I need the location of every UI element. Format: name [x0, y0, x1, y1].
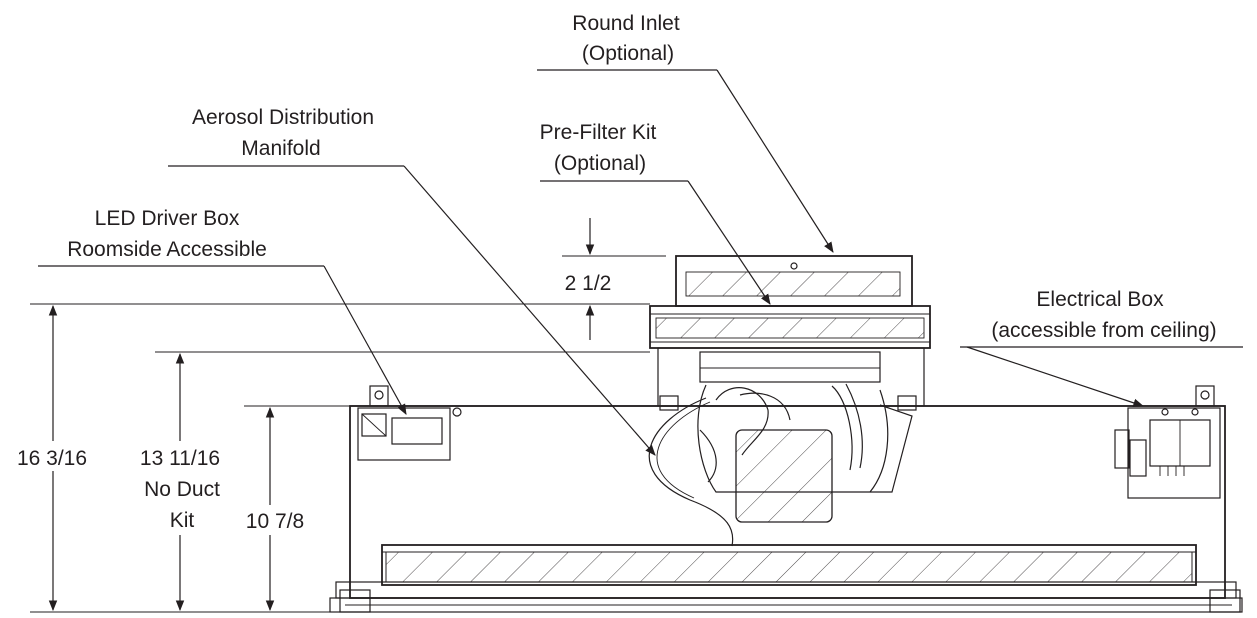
aerosol-label: Aerosol Distribution: [192, 106, 374, 129]
round-inlet: [675, 255, 913, 307]
led-driver-sublabel: Roomside Accessible: [67, 238, 267, 261]
electrical-box: [1114, 407, 1221, 499]
callout-round-inlet: Round Inlet (Optional): [537, 12, 834, 253]
overall-height-value: 16 3/16: [17, 447, 87, 470]
hepa-filter: [381, 544, 1197, 586]
pre-filter-label: Pre-Filter Kit: [540, 121, 657, 144]
electrical-box-sublabel: (accessible from ceiling): [991, 319, 1216, 342]
pre-filter-sublabel: (Optional): [554, 152, 646, 175]
callout-aerosol-manifold: Aerosol Distribution Manifold: [168, 106, 656, 456]
round-inlet-sublabel: (Optional): [582, 42, 674, 65]
led-driver-box: [357, 407, 462, 461]
no-duct-height-value: 13 11/16: [140, 447, 220, 470]
kit-label: Kit: [170, 509, 195, 532]
housing-height-value: 10 7/8: [246, 510, 304, 533]
led-driver-label: LED Driver Box: [95, 207, 240, 230]
electrical-box-label: Electrical Box: [1036, 288, 1164, 311]
inlet-offset-value: 2 1/2: [565, 272, 612, 295]
round-inlet-label: Round Inlet: [572, 12, 680, 35]
dimension-overall-height: 16 3/16: [2, 303, 650, 613]
dimension-no-duct-height: 13 11/16 No Duct Kit: [124, 351, 650, 612]
blower-collar: [657, 347, 925, 411]
blower-fan: [697, 383, 913, 523]
callout-pre-filter: Pre-Filter Kit (Optional): [540, 121, 771, 305]
dimension-inlet-offset: 2 1/2: [562, 218, 666, 340]
aerosol-tube: [648, 397, 734, 547]
aerosol-sublabel: Manifold: [241, 137, 320, 160]
callout-led-driver: LED Driver Box Roomside Accessible: [38, 207, 407, 415]
dimension-housing-height: 10 7/8: [232, 405, 350, 612]
pre-filter: [649, 305, 931, 349]
no-duct-label: No Duct: [144, 478, 220, 501]
callout-electrical-box: Electrical Box (accessible from ceiling): [960, 288, 1243, 408]
